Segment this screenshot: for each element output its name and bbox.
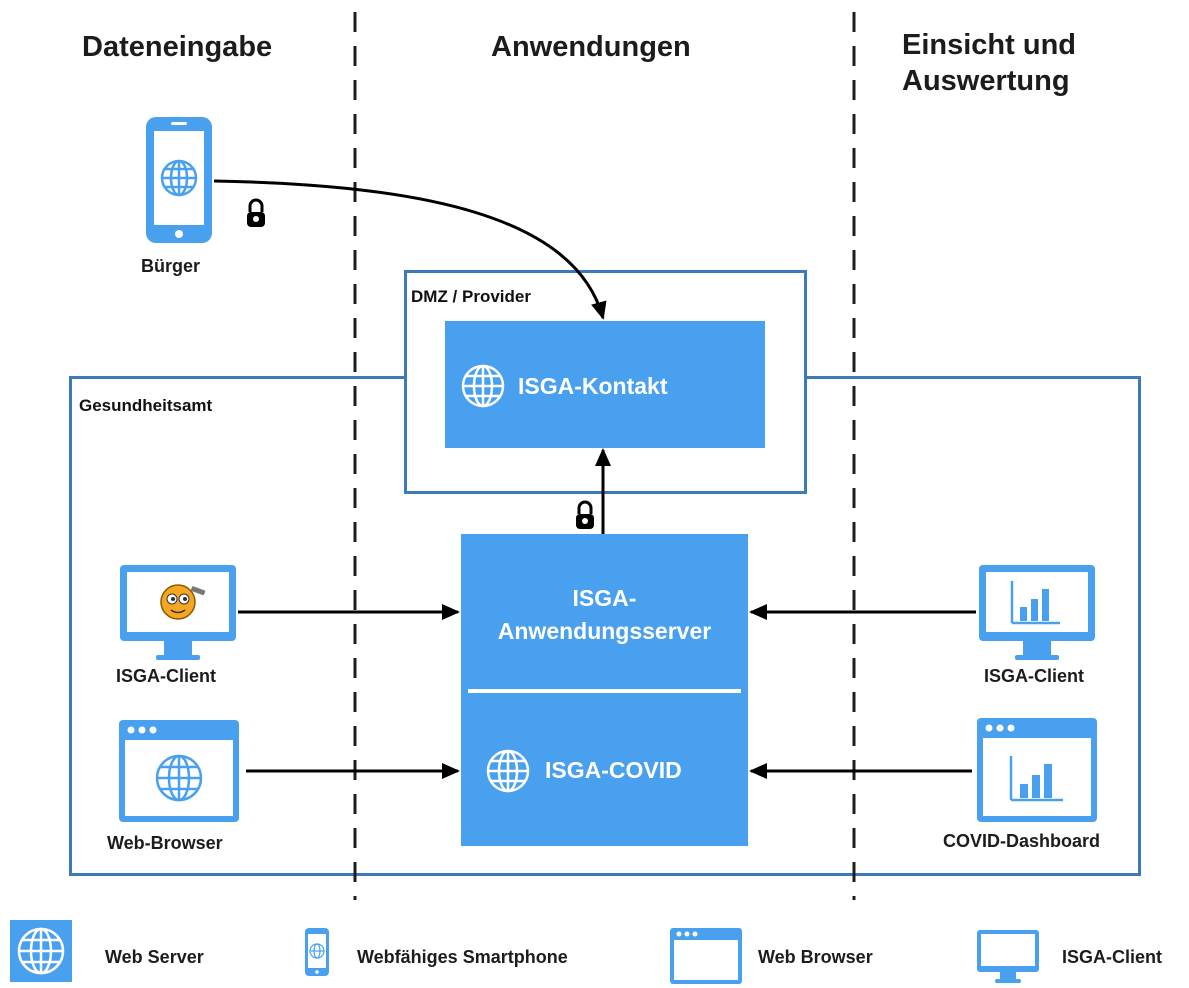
gesundheitsamt-label: Gesundheitsamt — [79, 396, 213, 415]
browser-chart-icon — [977, 718, 1097, 822]
covid-dashboard-label: COVID-Dashboard — [943, 831, 1101, 851]
buerger-label: Bürger — [141, 256, 201, 276]
web-browser-left-label: Web-Browser — [107, 833, 223, 853]
lock-icon — [576, 500, 594, 529]
monitor-icon — [120, 565, 236, 660]
isga-client-right-label: ISGA-Client — [984, 666, 1085, 686]
legend-web-browser-label: Web Browser — [758, 947, 873, 967]
browser-window-icon — [119, 720, 239, 822]
isga-covid-label: ISGA-COVID — [545, 757, 682, 783]
legend-smartphone-icon — [305, 928, 329, 976]
legend-smartphone-label: Webfähiges Smartphone — [357, 947, 568, 967]
legend-web-server-icon — [10, 920, 72, 982]
app-logo-icon — [160, 584, 206, 620]
column-title-einsicht: Einsicht und — [902, 29, 1076, 61]
lock-icon — [247, 198, 265, 227]
legend-web-browser-icon — [670, 928, 742, 984]
arrow-buerger-to-kontakt — [213, 179, 607, 320]
globe-icon — [461, 364, 505, 408]
monitor-chart-icon — [979, 565, 1095, 660]
legend-isga-client-icon — [977, 930, 1039, 983]
globe-icon — [486, 749, 530, 793]
isga-client-left-label: ISGA-Client — [116, 666, 217, 686]
smartphone-icon — [146, 117, 212, 243]
column-title-dateneingabe: Dateneingabe — [82, 31, 273, 63]
bar-chart-icon — [1009, 756, 1063, 802]
bar-chart-icon — [1010, 581, 1060, 625]
legend-isga-client-label: ISGA-Client — [1062, 947, 1163, 967]
legend-web-server-label: Web Server — [105, 947, 204, 967]
isga-server-label-line1: ISGA- — [572, 585, 637, 611]
column-title-auswertung: Auswertung — [902, 65, 1070, 97]
column-title-anwendungen: Anwendungen — [491, 31, 691, 63]
isga-server-label-line2: Anwendungsserver — [497, 618, 712, 644]
isga-kontakt-label: ISGA-Kontakt — [518, 373, 668, 399]
dmz-label: DMZ / Provider — [411, 287, 531, 306]
isga-kontakt-box — [445, 321, 765, 448]
